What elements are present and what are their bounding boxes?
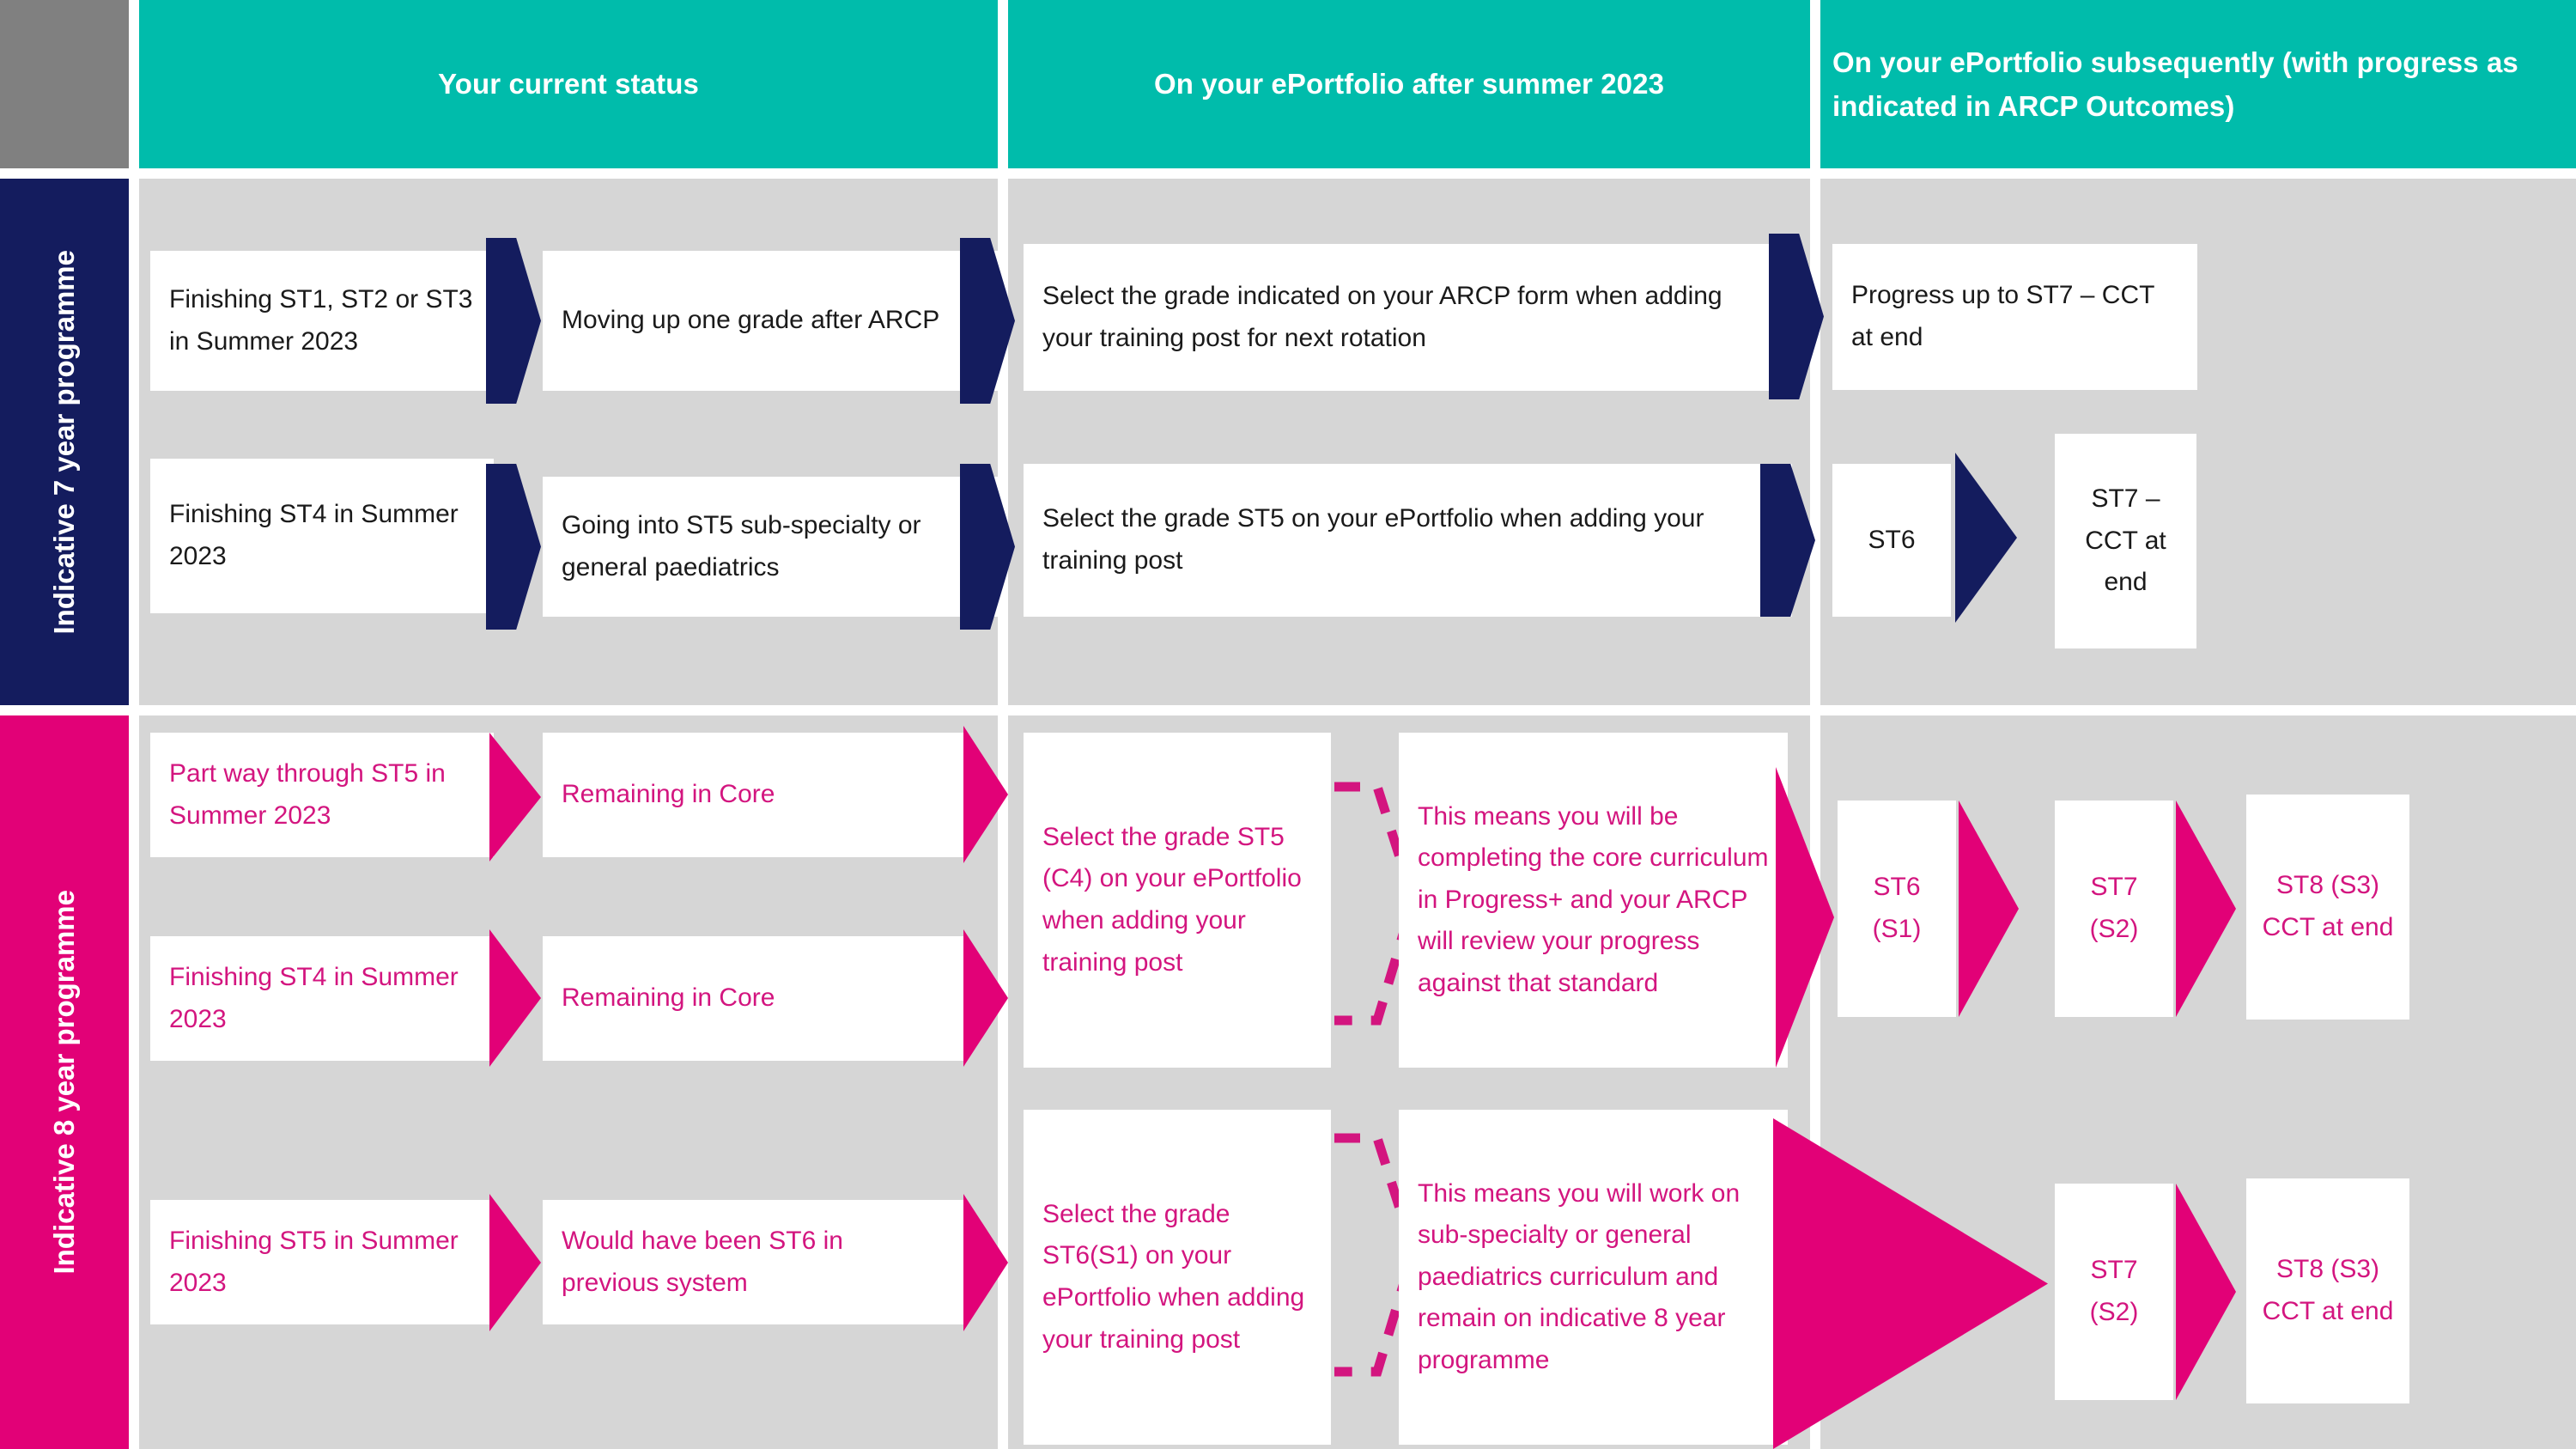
text-7yr-r2-subsequent-1: ST6 — [1868, 525, 1916, 554]
text-8yr-r1-status-2: Finishing ST4 in Summer 2023 — [169, 962, 459, 1033]
text-7yr-r2-eportfolio: Select the grade ST5 on your ePortfolio … — [1042, 504, 1704, 575]
box-8yr-r1-outcome-2: Remaining in Core — [543, 936, 963, 1061]
header-corner-cell — [0, 0, 129, 168]
box-7yr-r1-subsequent-1: Progress up to ST7 – CCT at end — [1832, 244, 2197, 390]
header-column-eportfolio-subsequently: On your ePortfolio subsequently (with pr… — [1820, 0, 2576, 168]
rail-label-8-year: Indicative 8 year programme — [48, 890, 80, 1275]
box-7yr-r2-status: Finishing ST4 in Summer 2023 — [150, 459, 494, 613]
header-label-eportfolio-after-summer: On your ePortfolio after summer 2023 — [1153, 68, 1665, 100]
rail-label-7-year: Indicative 7 year programme — [48, 249, 80, 635]
text-8yr-r2-outcome-1: Would have been ST6 in previous system — [562, 1226, 843, 1297]
text-7yr-r2-outcome: Going into ST5 sub-specialty or general … — [562, 510, 921, 581]
arrow-7yr-r1-c — [1769, 234, 1824, 399]
text-7yr-r1-outcome: Moving up one grade after ARCP — [562, 306, 940, 335]
arrow-7yr-r1-b — [960, 238, 1015, 404]
box-8yr-r1-status-1: Part way through ST5 in Summer 2023 — [150, 733, 494, 857]
text-7yr-r2-status: Finishing ST4 in Summer 2023 — [169, 500, 459, 570]
box-8yr-r2-status-1: Finishing ST5 in Summer 2023 — [150, 1200, 494, 1324]
text-8yr-r1-subsequent-1: ST6 (S1) — [1872, 873, 1922, 943]
box-8yr-r2-outcome-1: Would have been ST6 in previous system — [543, 1200, 963, 1324]
box-8yr-r1-subsequent-1: ST6 (S1) — [1838, 801, 1956, 1017]
text-8yr-r1-subsequent-2: ST7 (S2) — [2089, 873, 2139, 943]
text-7yr-r2-subsequent-2: ST7 – CCT at end — [2085, 484, 2166, 597]
box-8yr-r2-subsequent-1: ST7 (S2) — [2055, 1184, 2173, 1400]
box-8yr-r1-subsequent-2: ST7 (S2) — [2055, 801, 2173, 1017]
box-7yr-r2-subsequent-1: ST6 — [1832, 464, 1951, 617]
rail-indicative-7-year: Indicative 7 year programme — [0, 179, 129, 705]
text-8yr-r2-eportfolio: Select the grade ST6(S1) on your ePortfo… — [1042, 1199, 1305, 1354]
text-8yr-r2-status-1: Finishing ST5 in Summer 2023 — [169, 1226, 459, 1297]
text-8yr-r2-subsequent-1: ST7 (S2) — [2089, 1256, 2139, 1326]
box-8yr-r2-explanation: This means you will work on sub-specialt… — [1399, 1110, 1788, 1445]
text-7yr-r1-status: Finishing ST1, ST2 or ST3 in Summer 2023 — [169, 284, 473, 356]
box-7yr-r2-subsequent-2: ST7 – CCT at end — [2055, 434, 2196, 648]
box-8yr-r1-eportfolio: Select the grade ST5 (C4) on your ePortf… — [1024, 733, 1331, 1068]
rail-indicative-8-year: Indicative 8 year programme — [0, 715, 129, 1449]
box-8yr-r2-eportfolio: Select the grade ST6(S1) on your ePortfo… — [1024, 1110, 1331, 1445]
text-7yr-r1-subsequent-1: Progress up to ST7 – CCT at end — [1851, 281, 2154, 351]
text-8yr-r2-explanation: This means you will work on sub-specialt… — [1418, 1178, 1741, 1374]
header-column-eportfolio-after-summer: On your ePortfolio after summer 2023 — [1008, 0, 1810, 168]
text-8yr-r1-subsequent-3: ST8 (S3) CCT at end — [2262, 871, 2394, 941]
box-8yr-r1-outcome-1: Remaining in Core — [543, 733, 963, 857]
box-8yr-r1-subsequent-3: ST8 (S3) CCT at end — [2246, 795, 2409, 1020]
arrow-7yr-r2-b — [960, 464, 1015, 630]
text-8yr-r1-eportfolio: Select the grade ST5 (C4) on your ePortf… — [1042, 822, 1302, 977]
text-8yr-r1-status-1: Part way through ST5 in Summer 2023 — [169, 758, 446, 830]
box-7yr-r2-outcome: Going into ST5 sub-specialty or general … — [543, 477, 1004, 617]
box-7yr-r1-status: Finishing ST1, ST2 or ST3 in Summer 2023 — [150, 251, 494, 391]
header-column-current-status: Your current status — [139, 0, 998, 168]
text-8yr-r2-subsequent-2: ST8 (S3) CCT at end — [2262, 1255, 2394, 1325]
header-label-eportfolio-subsequently: On your ePortfolio subsequently (with pr… — [1832, 46, 2518, 122]
box-7yr-r2-eportfolio: Select the grade ST5 on your ePortfolio … — [1024, 464, 1792, 617]
box-7yr-r1-eportfolio: Select the grade indicated on your ARCP … — [1024, 244, 1792, 391]
text-8yr-r1-outcome-1: Remaining in Core — [562, 780, 775, 809]
box-8yr-r2-subsequent-2: ST8 (S3) CCT at end — [2246, 1178, 2409, 1403]
box-7yr-r1-outcome: Moving up one grade after ARCP — [543, 251, 1004, 391]
header-label-current-status: Your current status — [438, 68, 699, 100]
box-8yr-r1-explanation: This means you will be completing the co… — [1399, 733, 1788, 1068]
text-8yr-r1-outcome-2: Remaining in Core — [562, 983, 775, 1013]
text-7yr-r1-eportfolio: Select the grade indicated on your ARCP … — [1042, 281, 1722, 352]
text-8yr-r1-explanation: This means you will be completing the co… — [1418, 801, 1769, 997]
box-8yr-r1-status-2: Finishing ST4 in Summer 2023 — [150, 936, 494, 1061]
